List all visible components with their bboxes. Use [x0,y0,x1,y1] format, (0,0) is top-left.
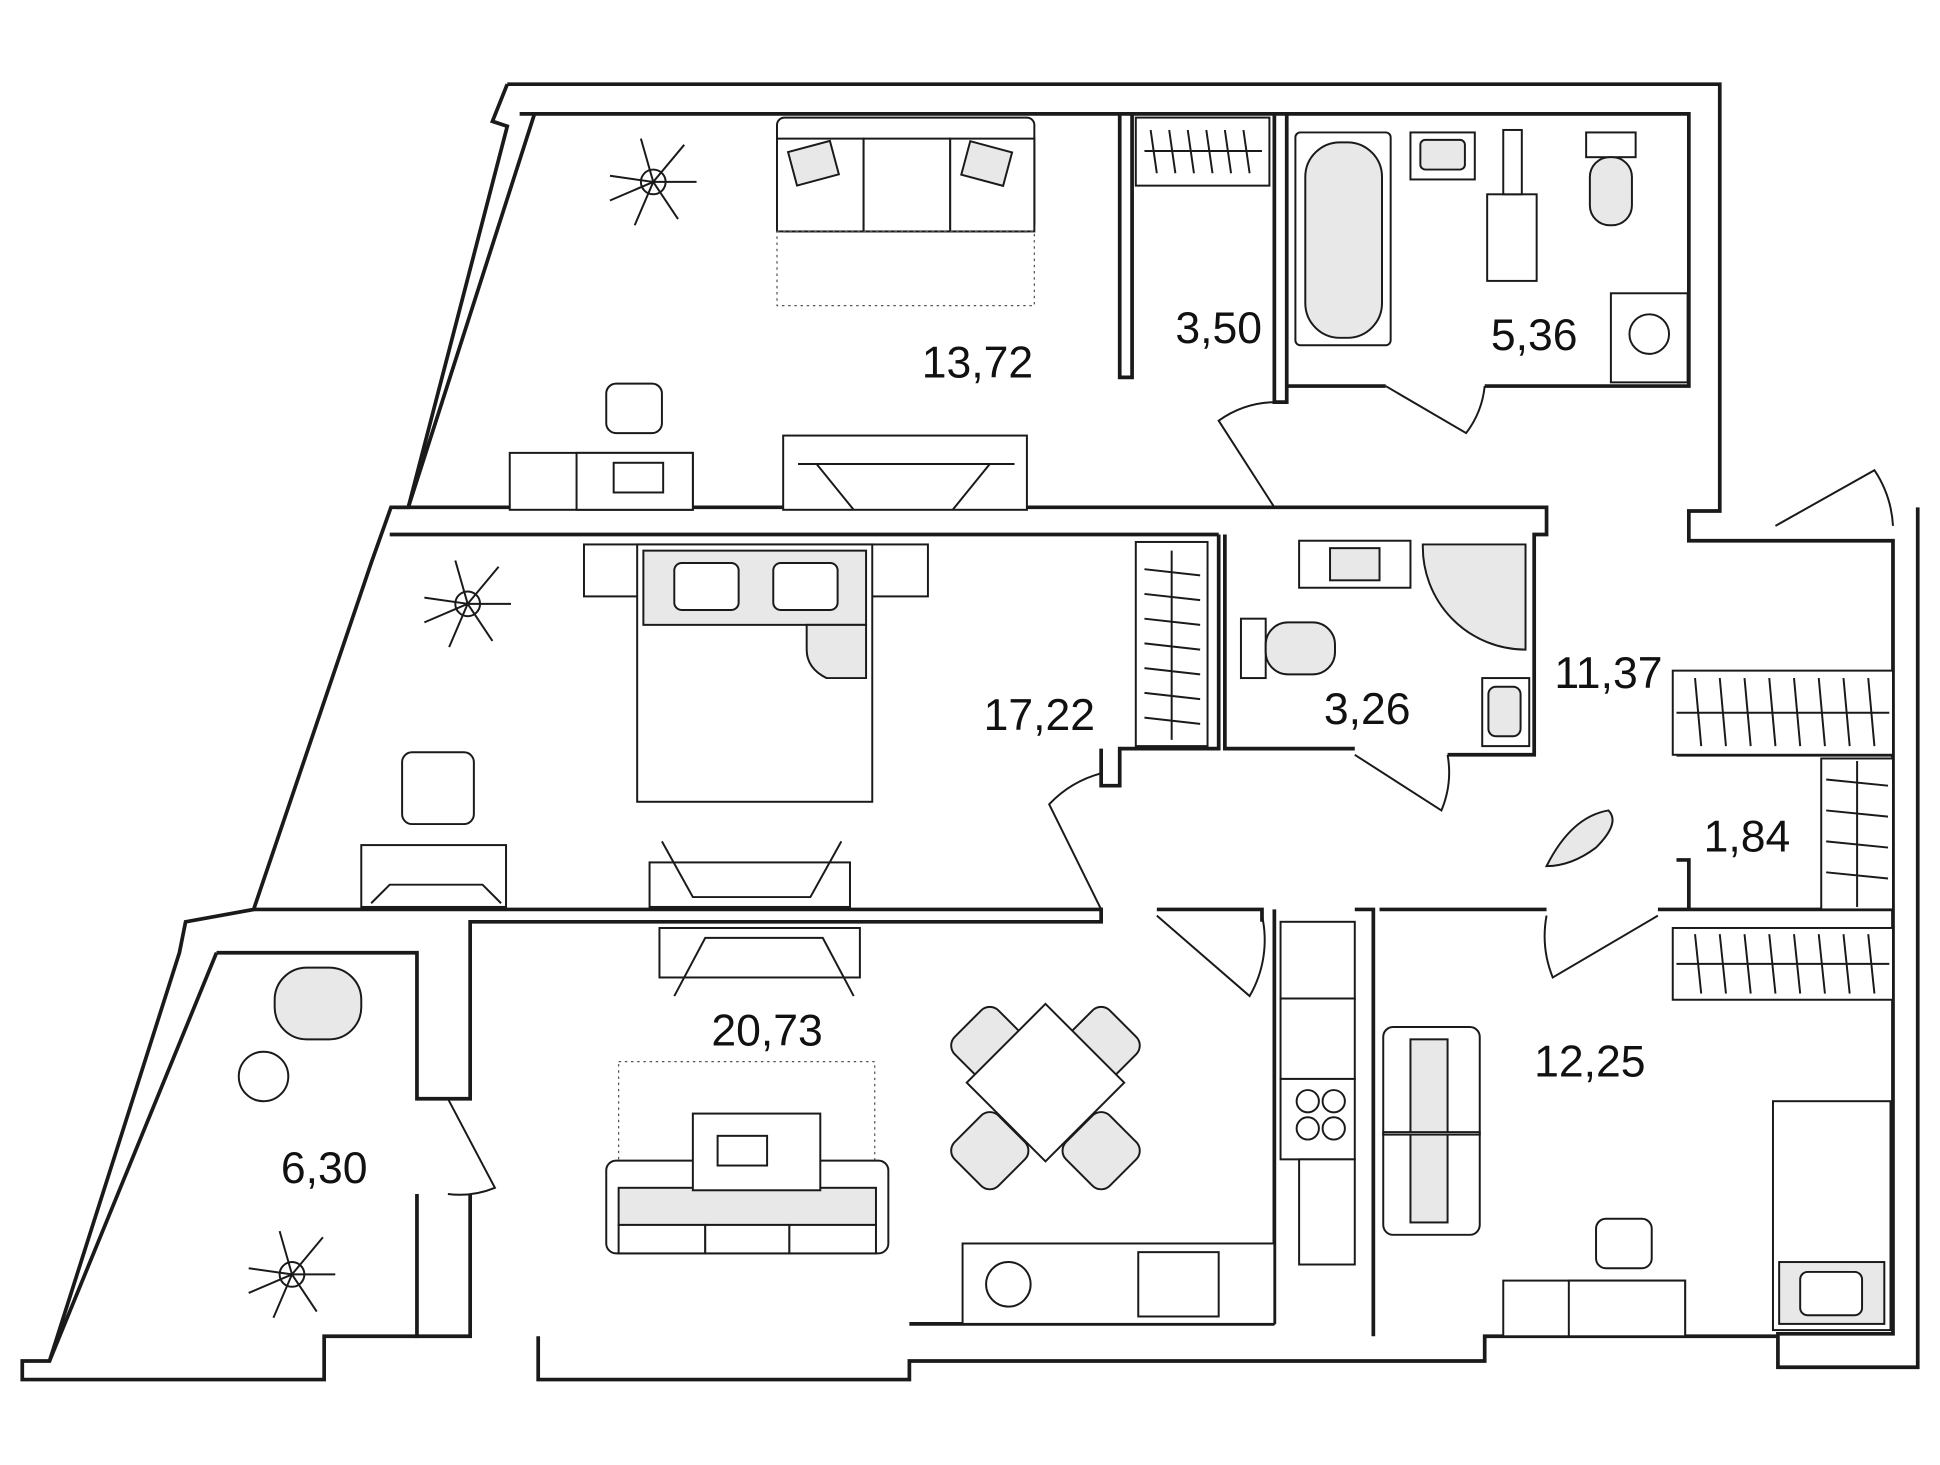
wardrobe-storage [1820,757,1894,911]
toilet-top [1585,131,1637,227]
plant-icon [423,560,511,648]
toilet-middle [1239,617,1336,680]
sofa-living [605,1060,890,1255]
wardrobe-bedroom [1134,540,1209,748]
desk-right [1502,1217,1687,1338]
sink-middle [1481,677,1531,748]
room-area-bathroom-middle: 3,26 [1324,685,1411,734]
sofa-top [776,116,1036,307]
bed [582,543,929,803]
room-area-kitchen-living: 20,73 [711,1007,822,1056]
bed-right [1771,1100,1892,1332]
pouf [401,751,475,826]
shower-cabin [1421,543,1527,651]
washing-machine [1609,292,1689,384]
wardrobe-hall-1 [1671,669,1894,756]
wardrobe-top [1134,116,1271,187]
sink-top [1409,131,1476,181]
dresser [360,844,508,908]
dining-table [950,1002,1141,1191]
armchair [237,966,363,1103]
doors [447,385,1894,1196]
heated-towel-rail [1486,128,1538,282]
plant-icon [248,1230,336,1319]
room-area-living-top: 13,72 [922,338,1033,387]
tv-stand-top [782,434,1028,511]
bathtub [1294,131,1392,347]
plant-icon [609,138,697,226]
room-area-bathroom-top: 5,36 [1491,311,1578,360]
room-area-storage: 1,84 [1704,812,1791,861]
room-area-bedroom-right: 12,25 [1534,1037,1645,1086]
sofa-right [1382,1025,1481,1236]
tv-stand-bedroom [648,840,851,908]
wardrobe-hall-2 [1671,926,1894,1001]
room-area-bedroom: 17,22 [984,691,1095,740]
cat-icon [1544,809,1614,868]
desk-top [508,382,694,511]
kitchen-units [961,920,1356,1325]
room-area-closet-top: 3,50 [1175,304,1262,353]
tv-stand-living [658,926,861,997]
washbasin-middle [1298,539,1412,589]
room-area-balcony: 6,30 [281,1144,368,1193]
room-area-hall: 11,37 [1554,649,1662,698]
